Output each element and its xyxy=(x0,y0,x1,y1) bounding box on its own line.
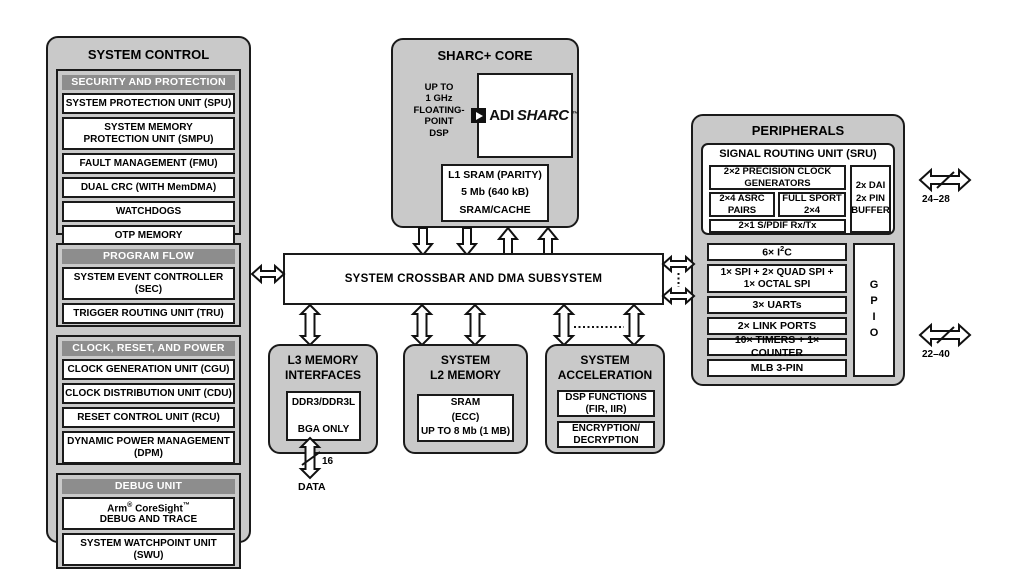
debug-unit-header: DEBUG UNIT xyxy=(62,479,235,494)
clock-reset-power-header: CLOCK, RESET, AND POWER xyxy=(62,341,235,356)
system-acceleration-title: SYSTEM ACCELERATION xyxy=(557,353,653,382)
system-control-panel: SYSTEM CONTROL SECURITY AND PROTECTION S… xyxy=(46,36,251,569)
adi-triangle-icon xyxy=(471,108,487,123)
timers-counter-cell[interactable]: 10× TIMERS + 1× COUNTER xyxy=(707,334,847,359)
l3-bus-label: DATA xyxy=(298,481,326,493)
i2c-cell[interactable]: 6× I2C xyxy=(707,243,847,261)
security-and-protection-group: SECURITY AND PROTECTION SYSTEM PROTECTIO… xyxy=(56,69,241,246)
l2-memory-panel: SYSTEM L2 MEMORY SRAM (ECC) UP TO 8 Mb (… xyxy=(403,344,528,454)
link-ports-cell[interactable]: 2× LINK PORTS xyxy=(707,317,847,335)
l3-memory-title: L3 MEMORY INTERFACES xyxy=(284,353,361,382)
program-flow-header: PROGRAM FLOW xyxy=(62,249,235,264)
peripherals-title: PERIPHERALS xyxy=(751,123,845,138)
sru-title: SIGNAL ROUTING UNIT (SRU) xyxy=(719,148,877,160)
clock-reset-power-group: CLOCK, RESET, AND POWER CLOCK GENERATION… xyxy=(56,335,241,465)
system-control-crossbar-arrow xyxy=(250,263,286,285)
dual-crc-cell[interactable]: DUAL CRC (WITH MemDMA) xyxy=(62,177,235,198)
l1-sram-box[interactable]: L1 SRAM (PARITY) 5 Mb (640 kB) SRAM/CACH… xyxy=(441,164,549,222)
swu-cell[interactable]: SYSTEM WATCHPOINT UNIT (SWU) xyxy=(62,533,235,566)
adi-wordmark: ADI xyxy=(489,106,514,124)
gpio-label: G P I O xyxy=(855,245,893,375)
l3-bus-width-label: 16 xyxy=(322,456,334,467)
watchdogs-cell[interactable]: WATCHDOGS xyxy=(62,201,235,222)
gpio-external-bus: 22–40 xyxy=(918,322,972,360)
uarts-cell[interactable]: 3× UARTs xyxy=(707,296,847,314)
gpio-bus-label: 22–40 xyxy=(922,349,950,360)
adi-sharc-logo: ADI SHARC ™ xyxy=(471,106,579,125)
mlb-cell[interactable]: MLB 3-PIN xyxy=(707,359,847,377)
smpu-cell[interactable]: SYSTEM MEMORY PROTECTION UNIT (SMPU) xyxy=(62,117,235,150)
crossbar-peripherals-arrows xyxy=(661,254,696,306)
gpio-letter-o: O xyxy=(869,326,879,339)
sharc-core-panel: SHARC+ CORE UP TO 1 GHz FLOATING-POINT D… xyxy=(391,38,579,228)
precision-clock-generators-cell[interactable]: 2×2 PRECISION CLOCK GENERATORS xyxy=(709,165,846,190)
debug-unit-group: DEBUG UNIT Arm® CoreSight™ DEBUG AND TRA… xyxy=(56,473,241,569)
peripherals-panel: PERIPHERALS SIGNAL ROUTING UNIT (SRU) 2×… xyxy=(691,114,905,386)
full-sport-cell[interactable]: FULL SPORT 2×4 xyxy=(778,192,846,217)
adi-sharc-logo-box: ADI SHARC ™ xyxy=(471,73,579,158)
sec-cell[interactable]: SYSTEM EVENT CONTROLLER (SEC) xyxy=(62,267,235,300)
system-control-title: SYSTEM CONTROL xyxy=(87,47,210,62)
l2-memory-title: SYSTEM L2 MEMORY xyxy=(430,353,501,382)
sru-group: SIGNAL ROUTING UNIT (SRU) 2×2 PRECISION … xyxy=(701,143,895,235)
dsp-functions-cell[interactable]: DSP FUNCTIONS (FIR, IIR) xyxy=(557,390,655,417)
sharc-core-spec-text: UP TO 1 GHz FLOATING-POINT DSP xyxy=(413,82,465,139)
trademark-symbol: ™ xyxy=(571,111,579,119)
sharc-core-title: SHARC+ CORE xyxy=(437,48,533,63)
dpm-cell[interactable]: DYNAMIC POWER MANAGEMENT (DPM) xyxy=(62,431,235,464)
l2-sram-cell[interactable]: SRAM (ECC) UP TO 8 Mb (1 MB) xyxy=(417,394,514,442)
spu-cell[interactable]: SYSTEM PROTECTION UNIT (SPU) xyxy=(62,93,235,114)
coresight-debug-trace-cell[interactable]: Arm® CoreSight™ DEBUG AND TRACE xyxy=(62,497,235,530)
spi-cell[interactable]: 1× SPI + 2× QUAD SPI + 1× OCTAL SPI xyxy=(707,264,847,293)
dai-pin-buffer-cell[interactable]: 2x DAI 2x PIN BUFFER xyxy=(850,165,891,233)
gpio-letter-g: G xyxy=(869,279,879,292)
gpio-letter-i: I xyxy=(872,311,876,323)
coresight-label: Arm® CoreSight™ DEBUG AND TRACE xyxy=(99,501,198,526)
gpio-letter-p: P xyxy=(870,295,878,308)
security-and-protection-header: SECURITY AND PROTECTION xyxy=(62,75,235,90)
i2c-label: 6× I2C xyxy=(762,244,792,259)
core-crossbar-arrows xyxy=(411,226,560,257)
encryption-decryption-cell[interactable]: ENCRYPTION/ DECRYPTION xyxy=(557,421,655,448)
cgu-cell[interactable]: CLOCK GENERATION UNIT (CGU) xyxy=(62,359,235,380)
sharc-wordmark: SHARC xyxy=(516,106,569,124)
dai-pin-external-bus: 24–28 xyxy=(918,167,972,205)
cdu-cell[interactable]: CLOCK DISTRIBUTION UNIT (CDU) xyxy=(62,383,235,404)
asrc-pairs-cell[interactable]: 2×4 ASRC PAIRS xyxy=(709,192,775,217)
rcu-cell[interactable]: RESET CONTROL UNIT (RCU) xyxy=(62,407,235,428)
system-crossbar-block[interactable]: SYSTEM CROSSBAR AND DMA SUBSYSTEM xyxy=(283,253,664,305)
crossbar-lower-arrows xyxy=(298,303,646,347)
dai-pin-bus-label: 24–28 xyxy=(922,194,950,205)
system-acceleration-panel: SYSTEM ACCELERATION DSP FUNCTIONS (FIR, … xyxy=(545,344,665,454)
program-flow-group: PROGRAM FLOW SYSTEM EVENT CONTROLLER (SE… xyxy=(56,243,241,327)
ddr3-cell[interactable]: DDR3/DDR3L BGA ONLY xyxy=(286,391,361,441)
l3-data-bus-arrow: 16 DATA xyxy=(298,436,334,493)
spdif-cell[interactable]: 2×1 S/PDIF Rx/Tx xyxy=(709,219,846,233)
fmu-cell[interactable]: FAULT MANAGEMENT (FMU) xyxy=(62,153,235,174)
tru-cell[interactable]: TRIGGER ROUTING UNIT (TRU) xyxy=(62,303,235,324)
l3-memory-panel: L3 MEMORY INTERFACES DDR3/DDR3L BGA ONLY xyxy=(268,344,378,454)
gpio-box[interactable]: G P I O xyxy=(853,243,895,377)
